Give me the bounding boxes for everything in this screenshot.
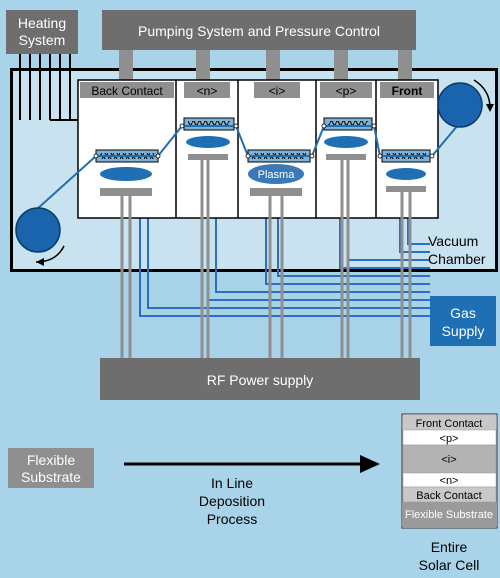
- heating-system-label-line2: System: [19, 32, 66, 48]
- process-label-line2: Deposition: [199, 493, 265, 509]
- rf-power-supply-label: RF Power supply: [207, 372, 314, 388]
- layer-i: <i>: [441, 454, 456, 466]
- chamber-label-n: <n>: [197, 84, 218, 98]
- process-label-line3: Process: [207, 511, 258, 527]
- pumping-system-label: Pumping System and Pressure Control: [138, 23, 380, 39]
- heating-system-label-line1: Heating: [18, 15, 66, 31]
- process-label-line1: In Line: [211, 475, 253, 491]
- process-arrow: In Line Deposition Process: [124, 455, 380, 527]
- layer-flexible-substrate: Flexible Substrate: [405, 509, 493, 521]
- layer-n: <n>: [440, 475, 459, 487]
- substrate-path: [35, 105, 475, 211]
- rf-feed-lines: [120, 160, 412, 360]
- vacuum-chamber-label-line1: Vacuum: [428, 233, 478, 249]
- layer-back-contact: Back Contact: [416, 490, 481, 502]
- chamber-label-front: Front: [392, 84, 423, 98]
- gas-supply-label-line1: Gas: [450, 305, 476, 321]
- vacuum-chamber-label-line2: Chamber: [428, 251, 486, 267]
- chamber-label-back-contact: Back Contact: [91, 84, 163, 98]
- layer-front-contact: Front Contact: [416, 418, 483, 430]
- gas-supply-label-line2: Supply: [442, 323, 485, 339]
- entire-solar-cell-label-line1: Entire: [431, 539, 468, 555]
- entire-solar-cell-label-line2: Solar Cell: [419, 557, 480, 573]
- deposition-chambers: [77, 79, 439, 219]
- pumping-system: Pumping System and Pressure Control: [102, 10, 416, 80]
- gas-supply: Gas Supply: [430, 296, 496, 346]
- chamber-labels: Back Contact <n> <i> <p> Front: [80, 82, 434, 98]
- heating-system: Heating System: [6, 10, 80, 121]
- flexible-substrate-label-line2: Substrate: [21, 469, 81, 485]
- rf-power-supply: RF Power supply: [100, 358, 420, 400]
- plasma-label: Plasma: [258, 169, 296, 181]
- takeup-roll: [437, 79, 494, 128]
- chamber-label-p: <p>: [336, 84, 357, 98]
- chamber-label-i: <i>: [269, 84, 286, 98]
- supply-roll: [15, 207, 65, 266]
- flexible-substrate-label-line1: Flexible: [27, 452, 75, 468]
- layer-p: <p>: [440, 433, 459, 445]
- flexible-substrate-box: Flexible Substrate: [8, 448, 94, 488]
- solar-cell-stack: Front Contact <p> <i> <n> Back Contact F…: [401, 413, 498, 529]
